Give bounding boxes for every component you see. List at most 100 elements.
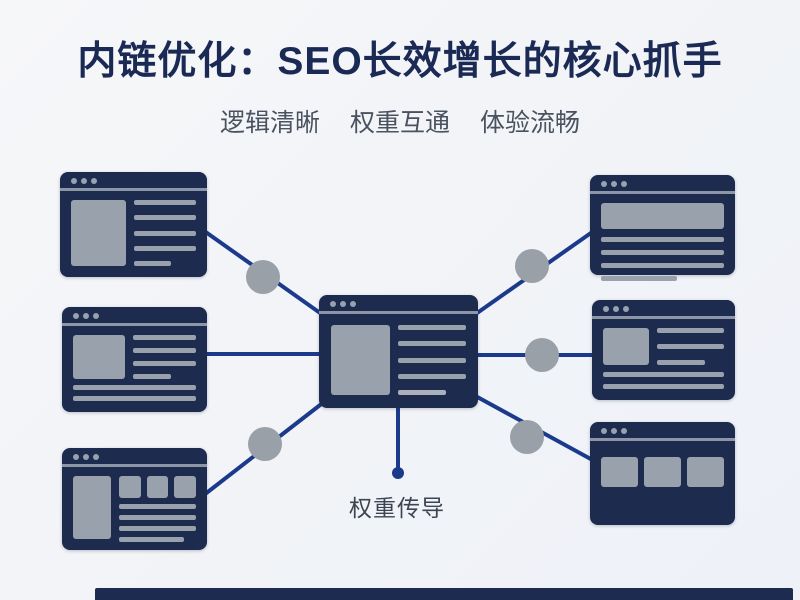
text-line: [656, 360, 706, 365]
text-line: [398, 373, 466, 379]
text-line: [603, 384, 724, 389]
card-placeholder: [174, 476, 196, 498]
page-window-middle-left: [62, 307, 207, 412]
window-dot-icon: [621, 428, 627, 434]
card-placeholder: [687, 457, 724, 487]
window-dot-icon: [83, 454, 89, 460]
window-dots: [60, 172, 207, 188]
window-dot-icon: [330, 301, 336, 307]
text-line: [134, 230, 196, 236]
text-line: [134, 245, 196, 251]
window-dot-icon: [623, 306, 629, 312]
window-dot-icon: [340, 301, 346, 307]
link-node-circle-bottom-left: [248, 427, 282, 461]
image-placeholder: [331, 325, 391, 395]
text-lines: [134, 200, 196, 266]
window-toolbar-divider: [319, 311, 478, 314]
subtitle-phrase-1: 逻辑清晰: [219, 109, 320, 137]
text-line: [132, 348, 196, 353]
text-line: [601, 250, 724, 255]
page-window-top-left: [60, 172, 207, 277]
window-dot-icon: [73, 454, 79, 460]
window-dot-icon: [91, 178, 97, 184]
window-dots: [592, 300, 735, 316]
window-toolbar-divider: [62, 323, 207, 326]
text-line: [601, 263, 724, 268]
window-dot-icon: [603, 306, 609, 312]
text-line: [132, 361, 196, 366]
text-lines: [132, 335, 196, 379]
card-placeholder: [146, 476, 169, 498]
page-window-center-core: [319, 295, 478, 408]
window-dot-icon: [93, 454, 99, 460]
text-line: [601, 276, 678, 281]
page-window-bottom-left: [62, 448, 207, 550]
window-dot-icon: [83, 313, 89, 319]
weight-flow-endpoint-dot: [392, 467, 404, 479]
sidebar-placeholder: [73, 476, 112, 539]
window-dot-icon: [611, 428, 617, 434]
window-dots: [590, 422, 735, 438]
text-line: [601, 237, 724, 242]
text-line: [132, 374, 171, 379]
text-line: [398, 357, 466, 363]
image-placeholder: [603, 328, 649, 365]
page-window-bottom-right: [590, 422, 735, 525]
page-subtitle: 逻辑清晰 权重互通 体验流畅: [0, 103, 800, 139]
text-line: [134, 215, 196, 221]
page-window-middle-right: [592, 300, 735, 400]
window-dots: [62, 448, 207, 464]
text-line: [119, 504, 196, 509]
text-lines: [398, 325, 466, 395]
link-node-circle-middle-right: [525, 338, 559, 372]
window-toolbar-divider: [62, 464, 207, 467]
window-dot-icon: [350, 301, 356, 307]
text-line: [132, 335, 196, 340]
subtitle-phrase-3: 体验流畅: [480, 109, 581, 137]
window-dot-icon: [73, 313, 79, 319]
bottom-bar: [95, 588, 793, 600]
link-node-circle-top-right: [515, 249, 549, 283]
card-placeholder: [601, 457, 638, 487]
link-node-circle-bottom-right: [510, 420, 544, 454]
card-placeholder: [644, 457, 681, 487]
window-toolbar-divider: [60, 188, 207, 191]
window-dot-icon: [611, 181, 617, 187]
card-placeholders: [601, 457, 724, 487]
text-line: [656, 328, 724, 333]
window-dots: [590, 175, 735, 191]
window-dots: [319, 295, 478, 311]
banner-placeholder: [601, 203, 724, 229]
card-placeholder: [119, 476, 141, 498]
text-line: [398, 325, 466, 330]
window-toolbar-divider: [592, 316, 735, 319]
text-line: [398, 390, 446, 395]
text-line: [73, 385, 196, 390]
link-node-circles: [246, 249, 559, 461]
window-dots: [62, 307, 207, 323]
window-dot-icon: [601, 428, 607, 434]
text-line: [119, 515, 196, 520]
text-line: [119, 526, 196, 531]
text-line: [398, 341, 466, 347]
text-line: [603, 372, 724, 377]
image-placeholder: [71, 200, 126, 266]
page-title: 内链优化：SEO长效增长的核心抓手: [77, 40, 723, 83]
text-line: [73, 396, 196, 401]
image-placeholder: [73, 335, 125, 379]
text-line: [134, 261, 172, 266]
link-node-circle-top-left: [246, 260, 280, 294]
text-line: [119, 537, 185, 542]
window-toolbar-divider: [590, 191, 735, 194]
window-dot-icon: [81, 178, 87, 184]
window-dot-icon: [621, 181, 627, 187]
page-window-top-right: [590, 175, 735, 281]
text-lines: [656, 328, 724, 365]
text-line: [656, 344, 724, 349]
text-line: [134, 200, 196, 205]
window-dot-icon: [613, 306, 619, 312]
window-dot-icon: [93, 313, 99, 319]
window-dot-icon: [601, 181, 607, 187]
card-placeholders: [119, 476, 196, 498]
